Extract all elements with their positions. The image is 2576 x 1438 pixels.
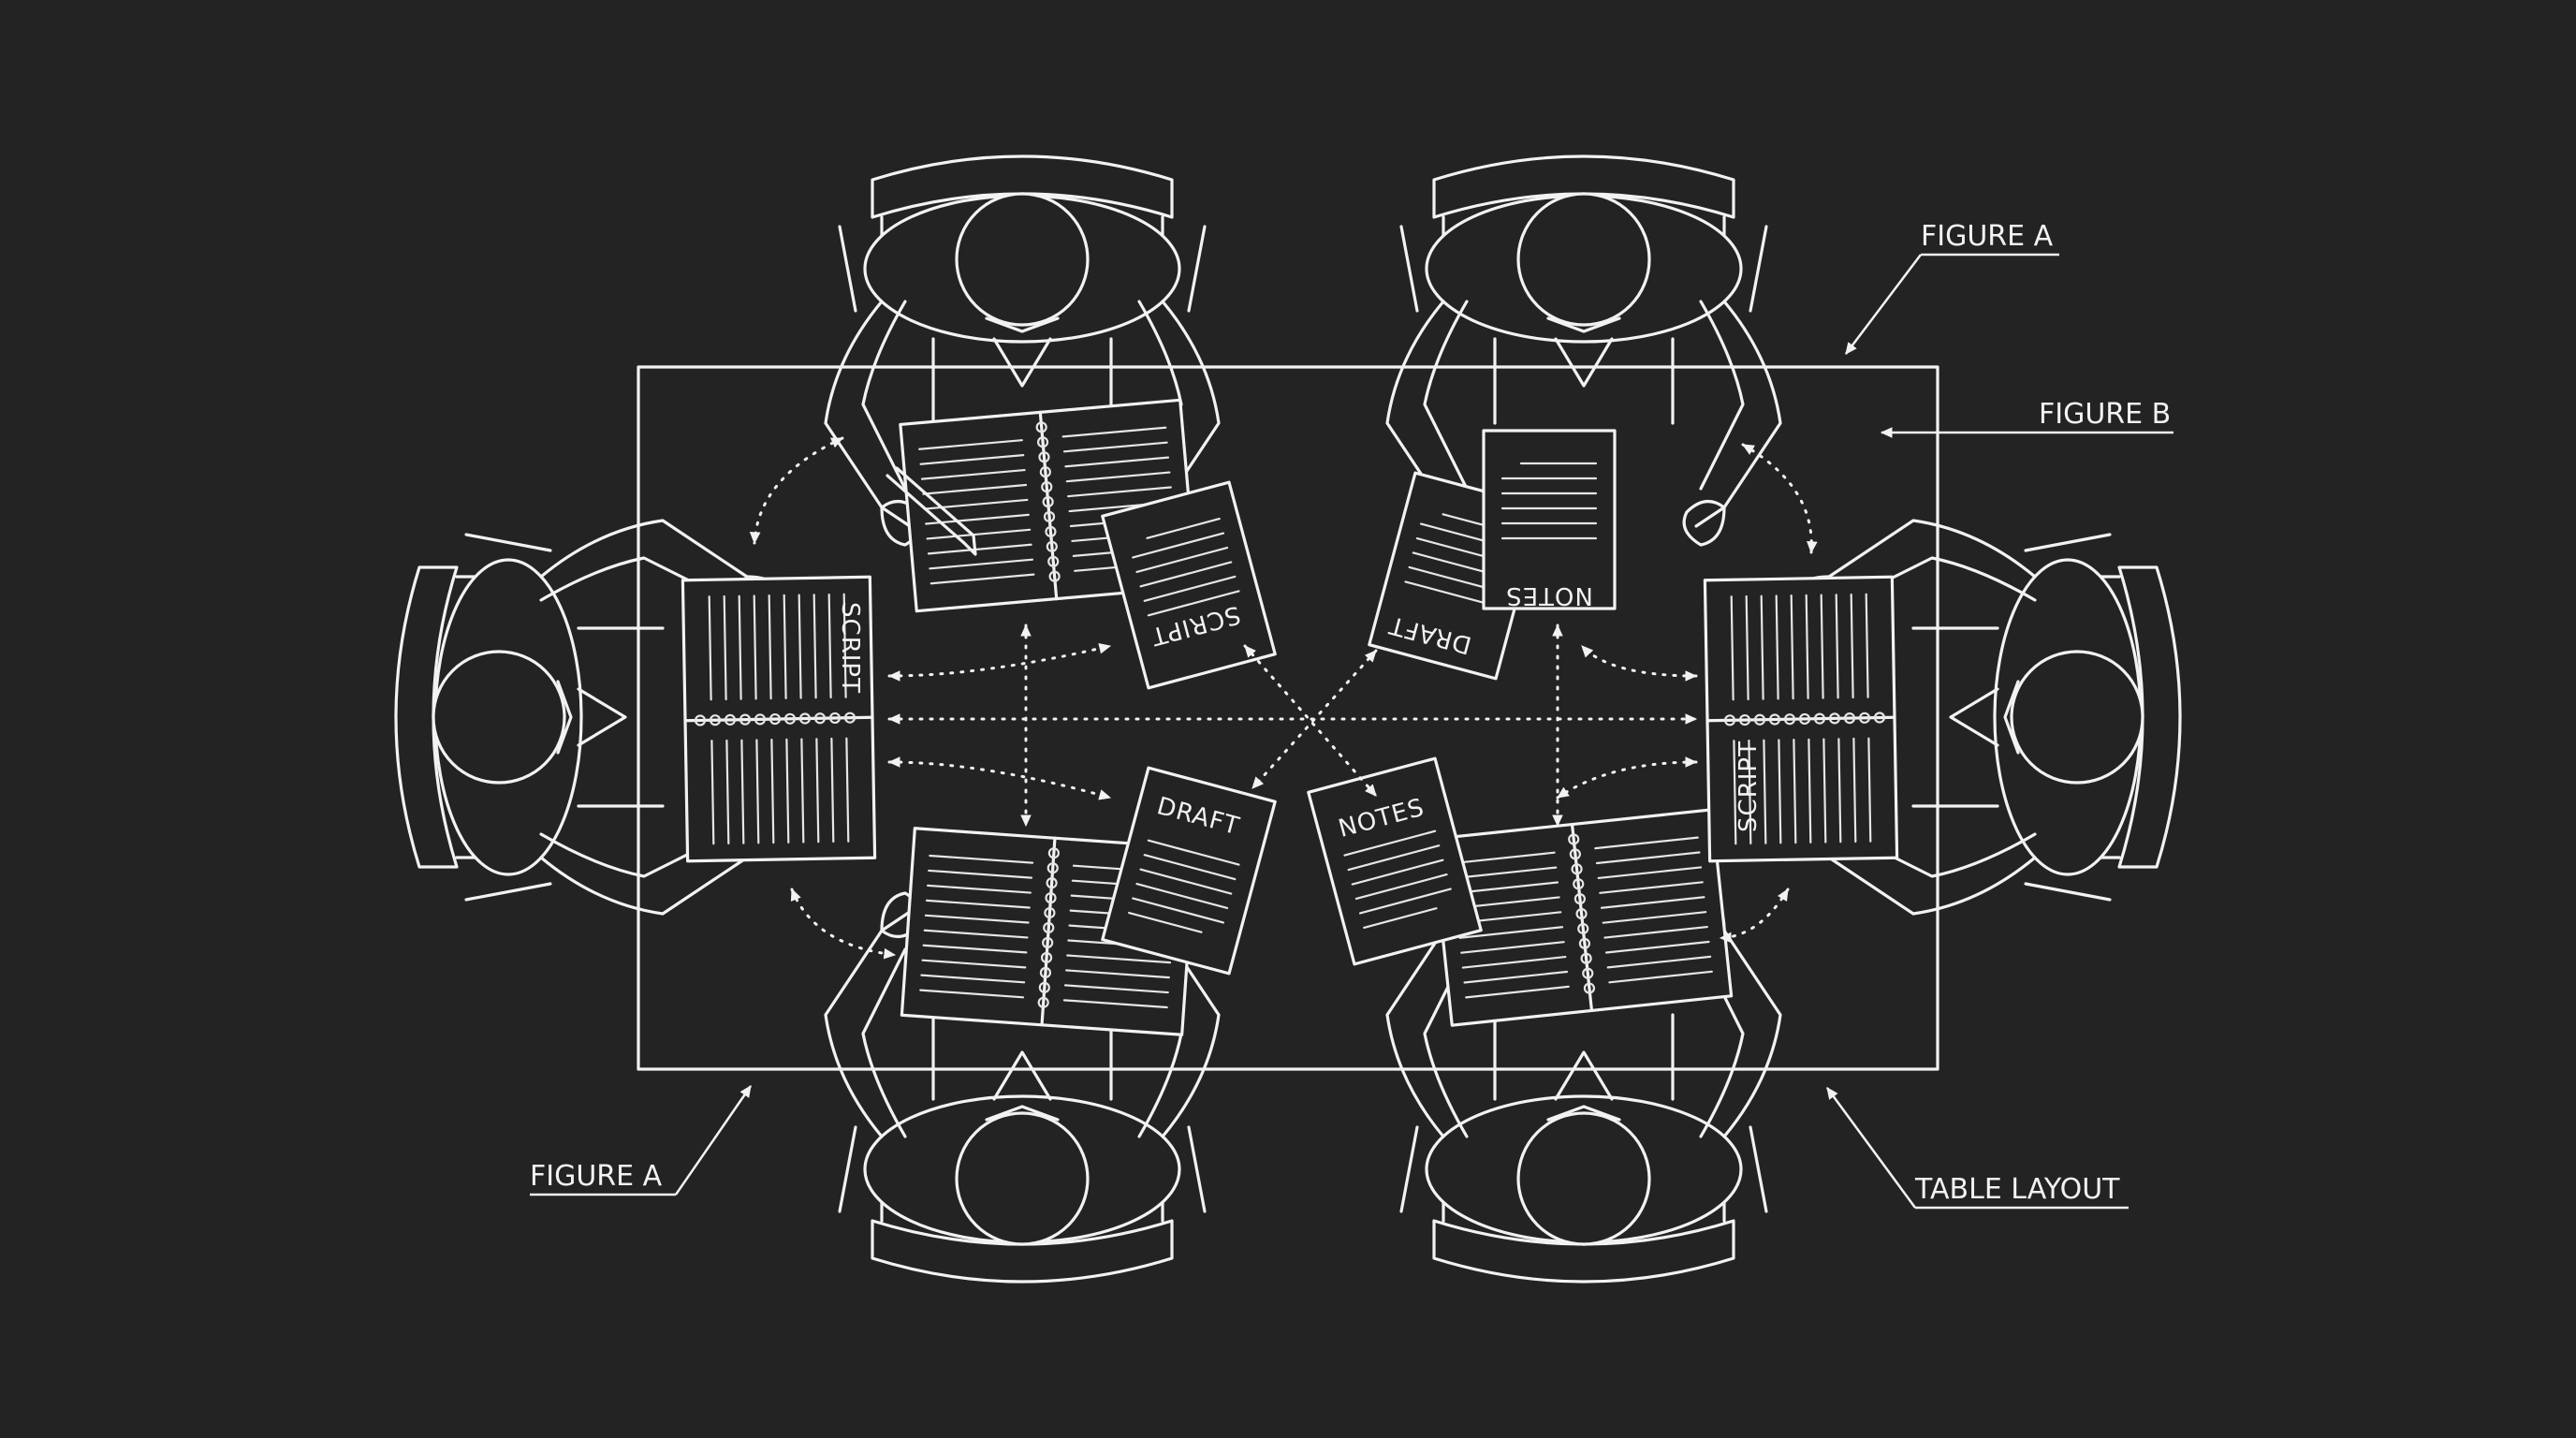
- callout-figure-a-bottom: FIGURE A: [530, 1085, 753, 1196]
- interaction-arrows: [749, 436, 1818, 960]
- label-notes-top: NOTES: [1505, 581, 1593, 609]
- callout-figure-b: FIGURE B: [1880, 398, 2174, 438]
- callout-figure-a-top-label: FIGURE A: [1921, 220, 2054, 253]
- table-outline: [637, 365, 1939, 1071]
- pen: [886, 466, 977, 556]
- callout-table-layout-label: TABLE LAYOUT: [1914, 1173, 2120, 1206]
- label-script-left: SCRIPT: [836, 602, 864, 694]
- callout-table-layout: TABLE LAYOUT: [1825, 1087, 2129, 1210]
- callout-figure-a-top: FIGURE A: [1845, 220, 2059, 355]
- notes-sheet-bottom: [1307, 756, 1483, 966]
- label-script-right: SCRIPT: [1734, 741, 1763, 832]
- callout-figure-a-bottom-label: FIGURE A: [530, 1160, 663, 1193]
- script-sheet-top: [1101, 480, 1277, 690]
- callout-figure-b-label: FIGURE B: [2039, 398, 2171, 431]
